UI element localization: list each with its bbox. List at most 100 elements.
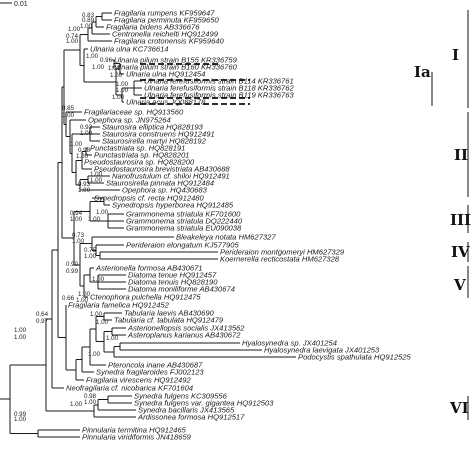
taxon-label: Grammonema striatula DQ222440 xyxy=(126,217,243,226)
support-value: 0.74 xyxy=(66,33,79,40)
taxon-label: Opephora sp. JN975264 xyxy=(88,116,171,125)
taxon-label: Tabularia laevis AB430690 xyxy=(124,309,215,318)
support-value: 1.00 xyxy=(14,416,27,423)
taxon-label: Fragilaria famelica HQ912452 xyxy=(68,301,170,310)
support-value: 1.00 xyxy=(80,23,93,30)
support-value: 1.00 xyxy=(70,401,83,408)
support-value: 1.00 xyxy=(84,253,97,260)
taxon-label: Centronella reichelti HQ912499 xyxy=(112,30,219,39)
taxon-label: Staurosira elliptica HQ828193 xyxy=(102,123,204,132)
support-value: 0.97 xyxy=(36,318,49,325)
taxon-label: Diatoma tenuis HQ828190 xyxy=(128,278,218,287)
taxon-label: Perideraion montgomeryi HM627329 xyxy=(220,248,345,257)
support-value: 0.83 xyxy=(82,12,95,19)
support-value: 1.00 xyxy=(88,216,101,223)
taxon-label: Neofragilaria cf. nicobarica KF701604 xyxy=(66,384,193,393)
taxon-label: Hyalosynedra laevigata JX401253 xyxy=(264,346,380,355)
clade-label: I xyxy=(452,46,459,64)
taxon-label: Opephora sp. HQ430683 xyxy=(122,186,208,195)
taxon-label: Diatoma moniliforme AB430674 xyxy=(128,285,235,294)
taxon-label: Punctastriata sp. HQ828201 xyxy=(94,151,189,160)
taxon-label: Ulnaria acus JQ088178 xyxy=(126,98,206,107)
taxon-label: Synedra fragilaroides FJ002123 xyxy=(96,368,204,377)
taxon-label: Pseudostaurosira brevistriata AB430688 xyxy=(94,165,230,174)
support-value: 0.99 xyxy=(66,268,79,275)
support-value: 1.00 xyxy=(14,334,27,341)
taxon-label: Synedra bacillaris JX413565 xyxy=(138,406,235,415)
taxon-label: Asterionella formosa AB430671 xyxy=(95,264,203,273)
support-value: 1.00 xyxy=(80,130,93,137)
support-value: 1.00 xyxy=(110,72,123,79)
taxon-label: Fragilaria bidens AB336676 xyxy=(106,23,200,32)
support-value: 1.00 xyxy=(116,87,129,94)
taxon-label: Ctenophora pulchella HQ912475 xyxy=(90,293,201,302)
taxon-label: Diatoma tenue HQ912457 xyxy=(128,271,217,280)
support-value: 1.00 xyxy=(76,297,89,304)
taxon-label: Perideraion elongatum KJ577905 xyxy=(126,241,239,250)
taxon-label: Ulnaria ferefusiformis strain B114 KR336… xyxy=(144,77,294,86)
taxon-label: Staurosirella martyi HQ828192 xyxy=(102,137,207,146)
support-value: 1.00 xyxy=(70,141,83,148)
support-value: 0.89 xyxy=(82,17,95,24)
support-value: 1.00 xyxy=(106,335,119,342)
support-value: 1.00 xyxy=(86,53,99,60)
support-value: 1.00 xyxy=(68,26,81,33)
taxon-label: Hyalosynedra sp. JX401254 xyxy=(242,339,337,348)
support-value: 0.73 xyxy=(72,232,85,239)
support-value: 1.00 xyxy=(96,209,109,216)
support-value: 1.00 xyxy=(14,327,27,334)
taxon-label: Podocystis spathulata HQ912525 xyxy=(298,353,411,362)
clade-label: VI xyxy=(449,399,469,417)
support-value: 0.98 xyxy=(84,393,97,400)
taxon-label: Bleakeleya notata HM627327 xyxy=(176,233,276,242)
clade-label: Ia xyxy=(414,63,431,81)
support-value: 1.00 xyxy=(66,38,79,45)
support-value: 1.00 xyxy=(78,187,91,194)
support-value: 0.93 xyxy=(78,181,91,188)
scale-bar: 0.01 xyxy=(0,1,28,8)
support-value: 0.94 xyxy=(70,210,83,217)
support-value: 1.00 xyxy=(92,276,105,283)
taxon-label: Synedra fulgens KC309556 xyxy=(134,392,228,401)
taxon-label: Ulnaria ferefusiformis strain B118 KR336… xyxy=(144,84,294,93)
support-value: 0.64 xyxy=(36,311,49,318)
support-value: 0.85 xyxy=(62,105,75,112)
taxon-label: Pinnularia termitina HQ912465 xyxy=(82,426,187,435)
taxon-label: Pseudostaurosira sp. HQ828200 xyxy=(84,158,195,167)
support-value: 1.00 xyxy=(96,319,109,326)
support-value: 1.00 xyxy=(84,399,97,406)
taxon-label: Asterionellopsis socialis JX413562 xyxy=(127,324,245,333)
support-value: 1.00 xyxy=(72,238,85,245)
taxon-label: Ardissonea formosa HQ912517 xyxy=(137,413,245,422)
taxon-label: Synedra fulgens var. gigantea HQ912503 xyxy=(134,399,274,408)
support-value: 1.00 xyxy=(88,351,101,358)
support-value: 0.66 xyxy=(62,295,75,302)
support-value: 1.00 xyxy=(116,81,129,88)
support-value: 0.99 xyxy=(14,411,27,418)
support-value: 0.75 xyxy=(84,247,97,254)
taxon-label: Fragilaria rumpens KF959647 xyxy=(114,9,215,18)
taxon-label: Ulnaria ulna KC736614 xyxy=(90,45,169,54)
taxon-label: Grammonema striatula KF701600 xyxy=(126,210,241,219)
taxon-label: Staurosira construens HQ912491 xyxy=(102,130,215,139)
taxon-label: Tabularia cf. tabulata HQ912479 xyxy=(114,316,224,325)
support-value: 1.00 xyxy=(92,64,105,71)
taxon-label: Fragilariaceae sp. HQ913560 xyxy=(84,108,184,117)
support-value: 1.00 xyxy=(90,171,103,178)
taxon-label: Fragilaria virescens HQ912492 xyxy=(86,376,191,385)
taxon-label: Ulnaria ferefusiformis strain B119 KR336… xyxy=(144,91,294,100)
clade-label: III xyxy=(450,211,471,229)
support-value: 1.00 xyxy=(90,177,103,184)
support-value: 1.00 xyxy=(76,153,89,160)
support-value: 1.00 xyxy=(70,216,83,223)
support-value: 1.00 xyxy=(112,94,125,101)
tree-branches xyxy=(0,12,296,438)
clade-label: V xyxy=(453,276,466,294)
taxon-label: Asteroplanus karianus AB430672 xyxy=(127,331,241,340)
taxon-label: Pteroncola inane AB430687 xyxy=(108,361,203,370)
support-value: 0.93 xyxy=(80,124,93,131)
support-value: 0.90 xyxy=(66,261,79,268)
